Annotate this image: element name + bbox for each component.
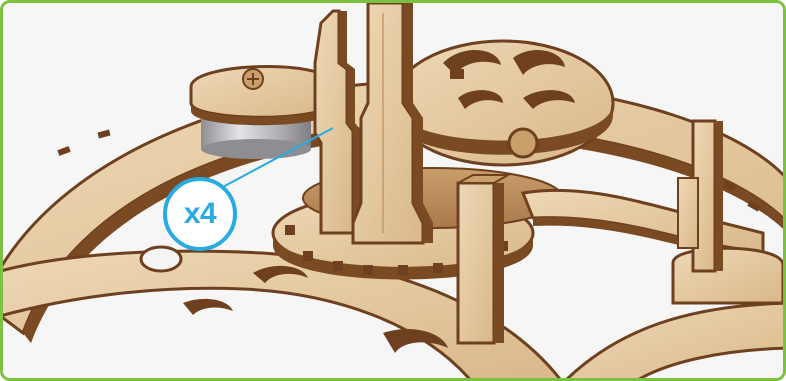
- quantity-callout: x4: [163, 177, 237, 251]
- wooden-mechanism-illustration: [3, 3, 783, 378]
- quantity-label: x4: [184, 197, 216, 231]
- front-pillar: [458, 175, 508, 343]
- rear-gear-disc: [393, 41, 613, 165]
